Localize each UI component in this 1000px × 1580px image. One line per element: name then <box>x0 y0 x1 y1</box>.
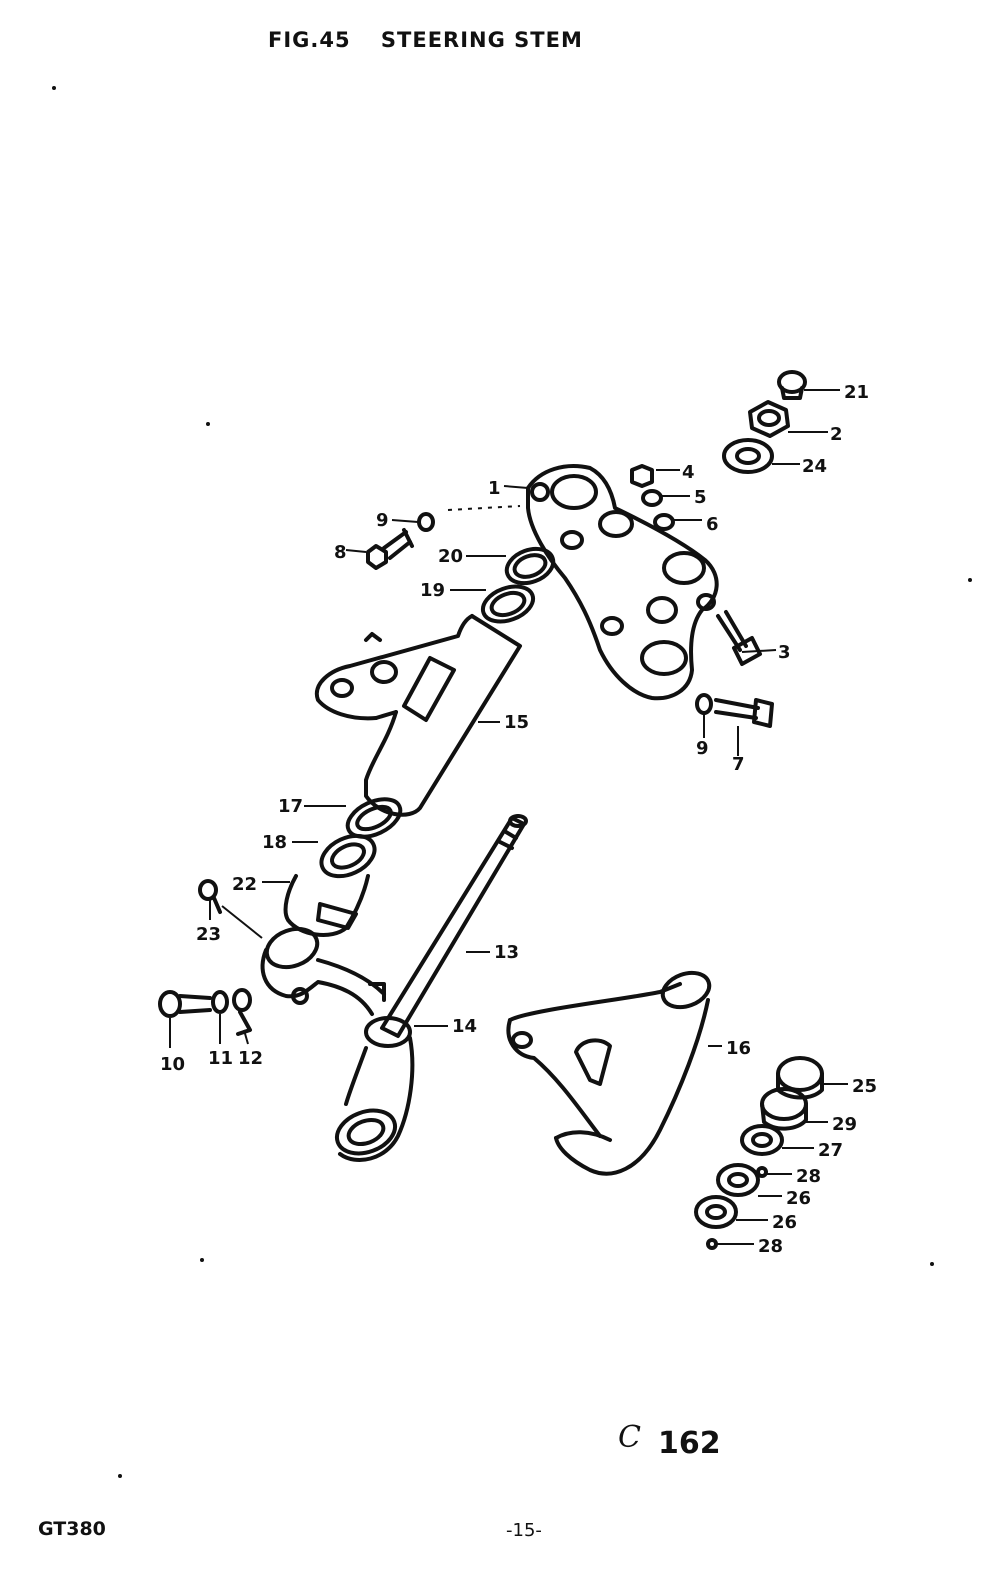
callout-2: 2 <box>830 424 843 445</box>
model-name: GT380 <box>38 1518 106 1540</box>
callout-28a: 28 <box>796 1166 821 1187</box>
steering-stem-shaft-part <box>380 814 528 1038</box>
race-20-part <box>504 546 556 586</box>
washer-26a-part <box>716 1163 760 1197</box>
catalog-code-mark: C <box>618 1420 641 1455</box>
scan-speck <box>52 86 56 90</box>
callout-14: 14 <box>452 1016 477 1037</box>
callout-1: 1 <box>488 478 501 499</box>
catalog-code-number: 162 <box>658 1426 721 1461</box>
bolt-7-part <box>714 698 774 728</box>
callout-28b: 28 <box>758 1236 783 1257</box>
callout-17: 17 <box>278 796 303 817</box>
callout-13: 13 <box>494 942 519 963</box>
callout-27: 27 <box>818 1140 843 1161</box>
callout-22: 22 <box>232 874 257 895</box>
bolt-10-part <box>158 990 212 1018</box>
callout-16: 16 <box>726 1038 751 1059</box>
washer-5-part <box>641 489 663 507</box>
callout-19: 19 <box>420 580 445 601</box>
clip-28b-part <box>706 1238 718 1250</box>
bearing-18-part <box>319 833 377 879</box>
race-19-part <box>480 584 536 624</box>
callout-23: 23 <box>196 924 221 945</box>
callout-26a: 26 <box>786 1188 811 1209</box>
bracket-16-part <box>506 970 712 1176</box>
washer-26b-part <box>694 1195 738 1229</box>
callout-9a: 9 <box>376 510 389 531</box>
washer-11-part <box>211 990 229 1014</box>
washer-27-part <box>740 1124 784 1156</box>
callout-7: 7 <box>732 754 745 775</box>
callout-labels: 1 2 3 4 5 6 7 8 9 9 10 11 12 13 14 15 16… <box>160 382 877 1257</box>
washer-9a-part <box>417 512 435 532</box>
callout-5: 5 <box>694 487 707 508</box>
callout-9b: 9 <box>696 738 709 759</box>
upper-bracket-part <box>526 464 719 701</box>
washer-9b-part <box>695 693 713 715</box>
lock-12-part <box>232 988 252 1036</box>
washer-24-part <box>722 438 774 474</box>
cap-21-part <box>777 370 807 400</box>
scan-speck <box>118 1474 122 1478</box>
lower-bracket-part <box>260 926 415 1162</box>
scan-speck <box>930 1262 934 1266</box>
callout-11: 11 <box>208 1048 233 1069</box>
bolt-3-part <box>716 610 762 666</box>
stem-nut-part <box>748 400 790 438</box>
callout-24: 24 <box>802 456 827 477</box>
washer-6-part <box>653 513 675 531</box>
callout-12: 12 <box>238 1048 263 1069</box>
callout-26b: 26 <box>772 1212 797 1233</box>
callout-18: 18 <box>262 832 287 853</box>
clip-28a-part <box>756 1166 768 1178</box>
bearing-17-part <box>345 797 403 839</box>
callout-29: 29 <box>832 1114 857 1135</box>
head-pipe-bracket-part <box>314 614 522 817</box>
scan-speck <box>968 578 972 582</box>
bolt-8-part <box>366 528 414 570</box>
bushing-29-part <box>760 1087 808 1131</box>
bolt-23-part <box>198 879 222 914</box>
callout-21: 21 <box>844 382 869 403</box>
callout-20: 20 <box>438 546 463 567</box>
page-number: -15- <box>506 1520 542 1541</box>
spacer-22-part <box>283 874 370 937</box>
figure-title: FIG.45 STEERING STEM <box>268 28 583 52</box>
callout-4: 4 <box>682 462 695 483</box>
nut-4-part <box>630 464 654 488</box>
callout-6: 6 <box>706 514 719 535</box>
figure-name: STEERING STEM <box>380 28 583 52</box>
scan-speck <box>206 422 210 426</box>
figure-number: FIG.45 <box>268 28 351 52</box>
scan-speck <box>200 1258 204 1262</box>
callout-3: 3 <box>778 642 791 663</box>
callout-8: 8 <box>334 542 347 563</box>
leader-lines <box>169 389 848 1245</box>
callout-15: 15 <box>504 712 529 733</box>
callout-10: 10 <box>160 1054 185 1075</box>
callout-25: 25 <box>852 1076 877 1097</box>
